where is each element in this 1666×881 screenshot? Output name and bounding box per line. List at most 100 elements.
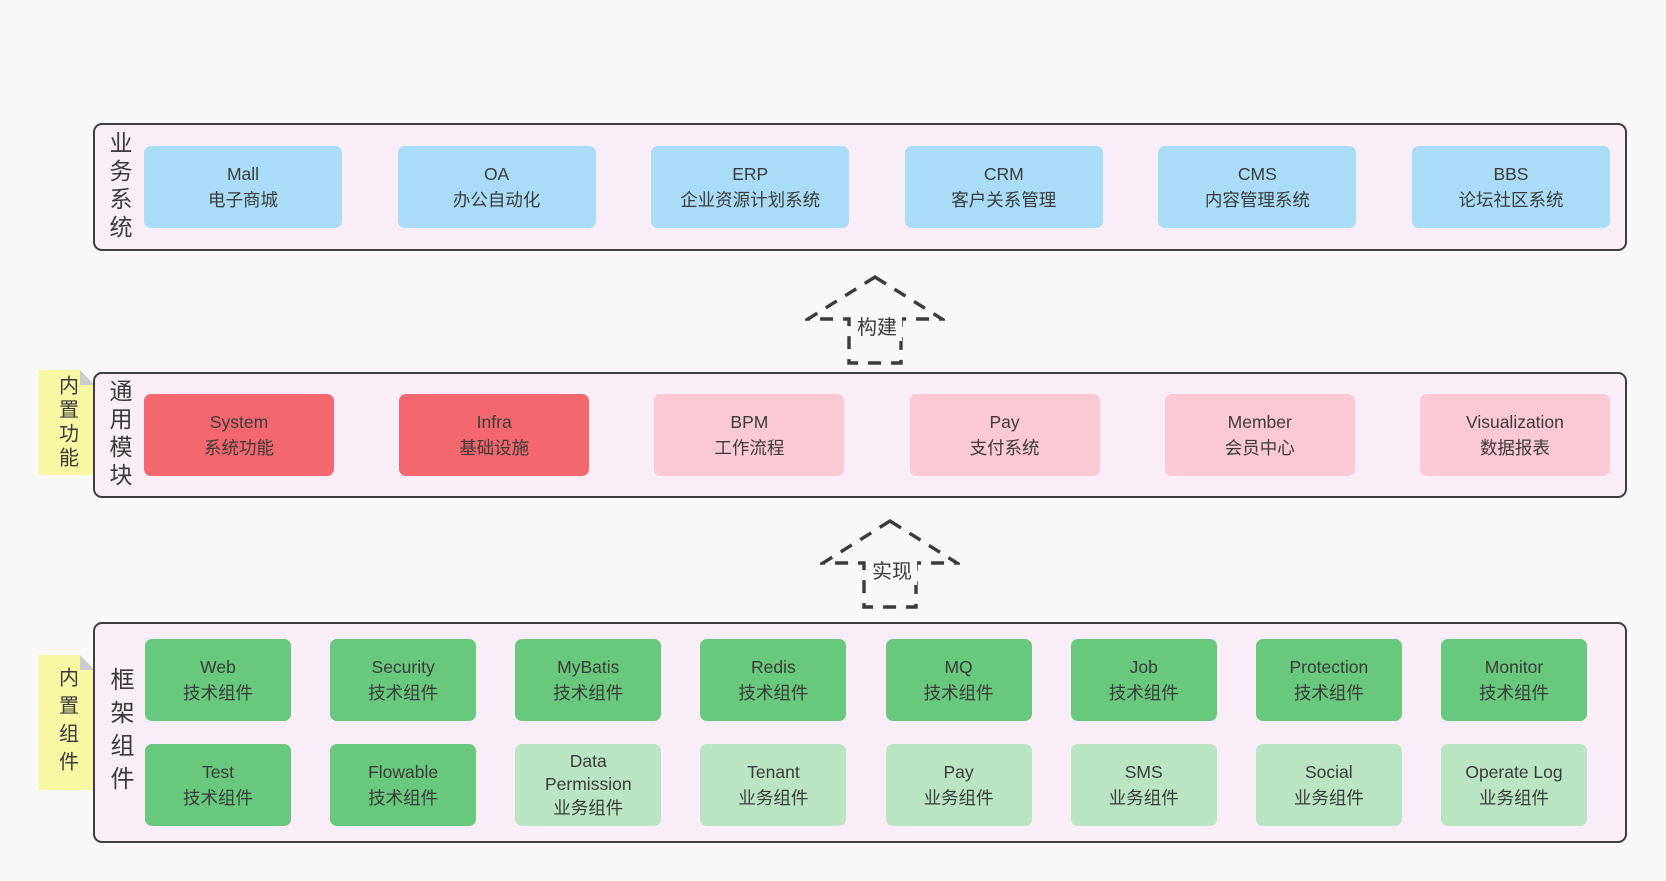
box-title: Pay bbox=[943, 761, 974, 782]
box-title: Tenant bbox=[747, 761, 800, 782]
box-subtitle: 技术组件 bbox=[1478, 683, 1549, 703]
box-title: Monitor bbox=[1484, 656, 1544, 677]
box-title: CMS bbox=[1237, 163, 1277, 184]
box-mall: Mall 电子商城 bbox=[144, 146, 342, 228]
box-tenant: Tenant 业务组件 bbox=[700, 744, 847, 826]
box-subtitle: 技术组件 bbox=[1108, 683, 1179, 703]
arrow-implement-label: 实现 bbox=[867, 554, 917, 585]
box-title: OA bbox=[483, 163, 510, 184]
box-title: Infra bbox=[476, 411, 512, 432]
box-visualization: Visualization 数据报表 bbox=[1419, 394, 1610, 476]
sticky-label: 内置组件 bbox=[55, 666, 78, 779]
box-oa: OA 办公自动化 bbox=[397, 146, 596, 228]
box-infra: Infra 基础设施 bbox=[399, 394, 590, 476]
box-mq: MQ 技术组件 bbox=[885, 639, 1032, 721]
box-subtitle: 办公自动化 bbox=[452, 190, 541, 210]
box-mybatis: MyBatis 技术组件 bbox=[515, 639, 662, 721]
box-title: BBS bbox=[1493, 163, 1529, 184]
arrow-build: 构建 bbox=[805, 274, 945, 366]
box-bpm: BPM 工作流程 bbox=[654, 394, 845, 476]
box-subtitle: 基础设施 bbox=[459, 438, 530, 458]
box-subtitle: 业务组件 bbox=[923, 788, 994, 808]
box-title: Protection bbox=[1289, 656, 1369, 677]
box-data-permission: Data Permission 业务组件 bbox=[515, 744, 662, 826]
box-protection: Protection 技术组件 bbox=[1255, 639, 1402, 721]
box-title: Web bbox=[200, 656, 236, 677]
box-title: Flowable bbox=[368, 761, 439, 782]
box-subtitle: 业务组件 bbox=[1108, 788, 1179, 808]
box-subtitle: 论坛社区系统 bbox=[1458, 190, 1564, 210]
box-title: Job bbox=[1129, 656, 1158, 677]
box-pay-business: Pay 业务组件 bbox=[885, 744, 1032, 826]
box-subtitle: 技术组件 bbox=[738, 683, 809, 703]
box-subtitle: 支付系统 bbox=[969, 438, 1040, 458]
box-subtitle: 工作流程 bbox=[714, 438, 785, 458]
arrow-implement: 实现 bbox=[820, 518, 960, 610]
box-title: MyBatis bbox=[557, 656, 620, 677]
layer-modules-label: 通用模块 bbox=[106, 379, 132, 491]
arrow-build-label: 构建 bbox=[852, 310, 902, 341]
box-subtitle: 技术组件 bbox=[183, 683, 253, 703]
box-redis: Redis 技术组件 bbox=[700, 639, 847, 721]
layer-business-label: 业务系统 bbox=[106, 131, 132, 243]
box-subtitle: 客户关系管理 bbox=[951, 190, 1057, 210]
box-title: Member bbox=[1227, 411, 1292, 432]
box-subtitle: 业务组件 bbox=[1478, 788, 1549, 808]
box-title: CRM bbox=[983, 163, 1024, 184]
box-title: Pay bbox=[989, 411, 1020, 432]
components-boxes-grid: Web 技术组件 Security 技术组件 MyBatis 技术组件 Redi… bbox=[131, 639, 1625, 826]
box-subtitle: 技术组件 bbox=[553, 683, 624, 703]
box-job: Job 技术组件 bbox=[1070, 639, 1217, 721]
dashed-up-arrow-icon bbox=[805, 274, 945, 365]
box-operate-log: Operate Log 业务组件 bbox=[1440, 744, 1587, 826]
box-crm: CRM 客户关系管理 bbox=[904, 146, 1103, 228]
box-system: System 系统功能 bbox=[144, 394, 334, 476]
box-security: Security 技术组件 bbox=[330, 639, 477, 721]
box-subtitle: 技术组件 bbox=[368, 683, 439, 703]
box-title: Operate Log bbox=[1465, 761, 1563, 782]
dashed-up-arrow-icon bbox=[820, 518, 960, 609]
box-title: Redis bbox=[751, 656, 796, 677]
sticky-note-builtin-features: 内置功能 bbox=[38, 370, 95, 475]
layer-business-systems: 业务系统 Mall 电子商城 OA 办公自动化 ERP 企业资源计划系统 CRM… bbox=[93, 123, 1627, 251]
box-monitor: Monitor 技术组件 bbox=[1440, 639, 1587, 721]
box-title: Mall bbox=[226, 163, 260, 184]
box-subtitle: 技术组件 bbox=[1293, 683, 1364, 703]
box-erp: ERP 企业资源计划系统 bbox=[651, 146, 850, 228]
box-sms: SMS 业务组件 bbox=[1070, 744, 1217, 826]
box-title: Data Permission bbox=[545, 750, 632, 795]
box-subtitle: 电子商城 bbox=[208, 190, 278, 210]
box-title: Security bbox=[371, 656, 435, 677]
box-subtitle: 会员中心 bbox=[1224, 438, 1295, 458]
box-member: Member 会员中心 bbox=[1164, 394, 1355, 476]
box-title: System bbox=[209, 411, 269, 432]
box-subtitle: 技术组件 bbox=[923, 683, 994, 703]
layer-components-label: 框架组件 bbox=[106, 666, 133, 799]
box-subtitle: 系统功能 bbox=[204, 438, 274, 458]
box-pay: Pay 支付系统 bbox=[909, 394, 1100, 476]
layer-common-modules: 通用模块 System 系统功能 Infra 基础设施 BPM 工作流程 Pay… bbox=[93, 372, 1627, 498]
box-subtitle: 企业资源计划系统 bbox=[680, 190, 821, 210]
box-title: BPM bbox=[730, 411, 769, 432]
box-subtitle: 技术组件 bbox=[183, 788, 253, 808]
box-title: Visualization bbox=[1465, 411, 1564, 432]
box-bbs: BBS 论坛社区系统 bbox=[1411, 146, 1610, 228]
box-title: Social bbox=[1305, 761, 1353, 782]
box-subtitle: 业务组件 bbox=[553, 797, 624, 818]
box-test: Test 技术组件 bbox=[145, 744, 291, 826]
box-subtitle: 数据报表 bbox=[1479, 438, 1550, 458]
sticky-label: 内置功能 bbox=[55, 374, 78, 471]
layer-framework-components: 框架组件 Web 技术组件 Security 技术组件 MyBatis 技术组件… bbox=[93, 622, 1627, 843]
box-cms: CMS 内容管理系统 bbox=[1158, 146, 1357, 228]
modules-boxes-row: System 系统功能 Infra 基础设施 BPM 工作流程 Pay 支付系统… bbox=[130, 394, 1625, 476]
box-web: Web 技术组件 bbox=[145, 639, 291, 721]
box-social: Social 业务组件 bbox=[1255, 744, 1402, 826]
box-subtitle: 业务组件 bbox=[1293, 788, 1364, 808]
business-boxes-row: Mall 电子商城 OA 办公自动化 ERP 企业资源计划系统 CRM 客户关系… bbox=[130, 146, 1625, 228]
box-subtitle: 技术组件 bbox=[368, 788, 439, 808]
box-subtitle: 业务组件 bbox=[738, 788, 809, 808]
box-title: SMS bbox=[1124, 761, 1163, 782]
box-title: Test bbox=[201, 761, 235, 782]
box-title: ERP bbox=[732, 163, 769, 184]
